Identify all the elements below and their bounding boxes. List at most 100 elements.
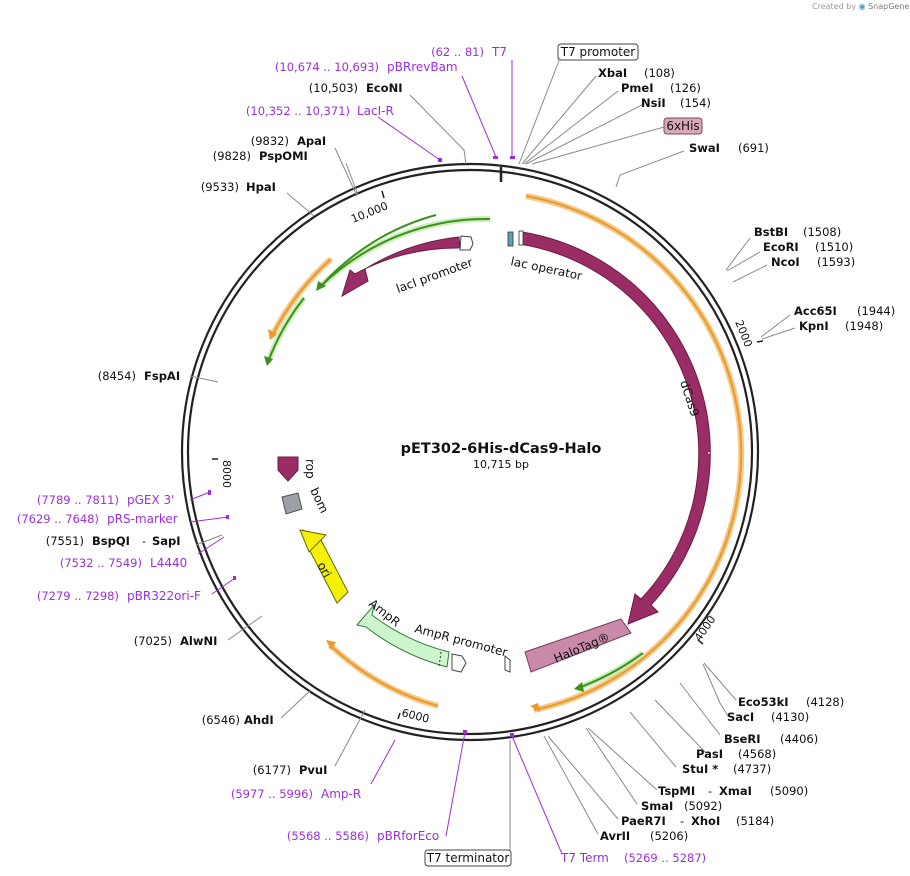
site-pmei[interactable]: PmeI(126) bbox=[621, 81, 701, 95]
primer-pbrrevbam[interactable]: (10,674 .. 10,693)pBRrevBam bbox=[275, 60, 458, 74]
site-xbai[interactable]: XbaI(108) bbox=[598, 66, 675, 80]
site-kpni[interactable]: KpnI (1948) bbox=[799, 319, 883, 333]
svg-text:KpnI: KpnI bbox=[799, 319, 829, 333]
six-his-badge[interactable]: 6xHis bbox=[663, 117, 703, 135]
site-pspomi[interactable]: (9828)PspOMI bbox=[213, 149, 308, 163]
tick-2000: 2000 bbox=[732, 318, 755, 349]
primer-pbr322ori-f[interactable]: (7279 .. 7298) pBR322ori-F bbox=[37, 589, 201, 603]
site-nsii[interactable]: NsiI(154) bbox=[641, 96, 711, 110]
site-alwni[interactable]: (7025)AlwNI bbox=[134, 634, 218, 648]
credit-brand: SnapGene bbox=[868, 2, 910, 11]
halotag-feature[interactable]: HaloTag® bbox=[524, 618, 632, 673]
svg-text:(5269 .. 5287): (5269 .. 5287) bbox=[624, 851, 706, 865]
svg-text:(4406): (4406) bbox=[780, 732, 818, 746]
primer-t7-term[interactable]: T7 Term(5269 .. 5287) bbox=[560, 851, 706, 865]
bom-feature[interactable]: bom bbox=[281, 485, 331, 515]
rop-feature[interactable]: rop bbox=[277, 456, 317, 482]
site-pasi[interactable]: PasI (4568) bbox=[696, 747, 776, 761]
snapgene-icon: ◉ bbox=[858, 2, 866, 11]
svg-text:(7789 .. 7811): (7789 .. 7811) bbox=[37, 493, 119, 507]
site-ahdi[interactable]: (6546)AhdI bbox=[202, 713, 274, 727]
site-econi[interactable]: (10,503)EcoNI bbox=[309, 81, 403, 95]
dcas9-feature[interactable]: dCas9 bbox=[518, 231, 722, 625]
svg-text:PaeR7I: PaeR7I bbox=[621, 814, 666, 828]
site-bseri[interactable]: BseRI(4406) bbox=[724, 732, 818, 746]
plasmid-size: 10,715 bp bbox=[473, 458, 529, 471]
svg-text:(62 .. 81): (62 .. 81) bbox=[431, 45, 484, 59]
tick-10000: 10,000 bbox=[349, 199, 390, 225]
svg-text:StuI *: StuI * bbox=[682, 762, 718, 776]
svg-text:PmeI: PmeI bbox=[621, 81, 654, 95]
site-bstbi[interactable]: BstBI(1508) bbox=[754, 225, 841, 239]
svg-text:(4568): (4568) bbox=[738, 747, 776, 761]
svg-text:SwaI: SwaI bbox=[689, 141, 720, 155]
primer-t7[interactable]: (62 .. 81)T7 bbox=[431, 45, 507, 59]
site-apai[interactable]: (9832)ApaI bbox=[251, 134, 326, 148]
enzyme-labels-left: (6546)AhdI (6177)PvuI (7025)AlwNI (7551)… bbox=[46, 81, 403, 777]
svg-text:BspQI: BspQI bbox=[92, 534, 130, 548]
site-swai[interactable]: SwaI(691) bbox=[689, 141, 769, 155]
svg-text:(1948): (1948) bbox=[845, 319, 883, 333]
svg-text:(9533): (9533) bbox=[201, 180, 239, 194]
svg-text:AlwNI: AlwNI bbox=[180, 634, 217, 648]
ori-feature[interactable]: ori bbox=[299, 528, 349, 604]
primer-leaders bbox=[189, 60, 563, 855]
site-bspqi-sapi[interactable]: (7551)BspQI-SapI bbox=[46, 534, 181, 548]
svg-text:PasI: PasI bbox=[696, 747, 723, 761]
green-orf-arcs bbox=[264, 214, 645, 692]
svg-text:pBRforEco: pBRforEco bbox=[377, 829, 439, 843]
backbone bbox=[180, 162, 760, 742]
svg-text:(1508): (1508) bbox=[803, 225, 841, 239]
site-ecori[interactable]: EcoRI(1510) bbox=[763, 240, 853, 254]
primer-amp-r[interactable]: (5977 .. 5996)Amp-R bbox=[231, 787, 361, 801]
svg-text:(9832): (9832) bbox=[251, 134, 289, 148]
site-ncoi[interactable]: NcoI(1593) bbox=[771, 255, 855, 269]
site-saci[interactable]: SacI(4130) bbox=[727, 710, 809, 724]
svg-text:L4440: L4440 bbox=[150, 556, 187, 570]
primer-l4440[interactable]: (7532 .. 7549) L4440 bbox=[60, 556, 187, 570]
site-fspai[interactable]: (8454)FspAI bbox=[98, 369, 180, 383]
t7-terminator-badge[interactable]: T7 terminator bbox=[424, 849, 512, 867]
svg-text:(7532 .. 7549): (7532 .. 7549) bbox=[60, 556, 142, 570]
site-stui[interactable]: StuI *(4737) bbox=[682, 762, 771, 776]
t7-promoter-label: T7 promoter bbox=[560, 45, 636, 59]
svg-text:HpaI: HpaI bbox=[246, 180, 276, 194]
six-his-label: 6xHis bbox=[666, 119, 699, 133]
t7-promoter-badge[interactable]: T7 promoter bbox=[557, 43, 639, 61]
tick-6000: 6000 bbox=[400, 706, 430, 725]
site-smai[interactable]: SmaI(5092) bbox=[641, 799, 722, 813]
site-hpai[interactable]: (9533) HpaI bbox=[201, 180, 276, 194]
site-eco53ki[interactable]: Eco53kI(4128) bbox=[738, 695, 844, 709]
primer-pbrforeco[interactable]: (5568 .. 5586) pBRforEco bbox=[287, 829, 439, 843]
svg-text:Amp-R: Amp-R bbox=[321, 787, 361, 801]
svg-text:(5092): (5092) bbox=[684, 799, 722, 813]
svg-text:Acc65I: Acc65I bbox=[794, 304, 837, 318]
enzyme-labels: XbaI(108) PmeI(126) NsiI(154) SwaI(691) … bbox=[598, 66, 895, 843]
svg-text:SacI: SacI bbox=[727, 710, 754, 724]
site-paer7i-xhoi[interactable]: PaeR7I-XhoI(5184) bbox=[621, 814, 774, 828]
site-acc65i[interactable]: Acc65I(1944) bbox=[794, 304, 895, 318]
laci-feature[interactable]: lacI lacI promoter bbox=[341, 235, 475, 298]
site-pvui[interactable]: (6177)PvuI bbox=[253, 763, 328, 777]
site-tspmi-xmai[interactable]: TspMI-XmaI(5090) bbox=[658, 784, 808, 798]
credit-badge[interactable]: Created by ◉ SnapGene bbox=[812, 2, 909, 11]
ampr-feature[interactable]: AmpR AmpR promoter bbox=[356, 596, 509, 673]
svg-text:(4128): (4128) bbox=[806, 695, 844, 709]
svg-text:TspMI: TspMI bbox=[658, 784, 695, 798]
svg-text:-: - bbox=[142, 534, 146, 548]
primer-laci-r[interactable]: (10,352 .. 10,371)LacI-R bbox=[246, 104, 394, 118]
tick-8000: 8000 bbox=[220, 460, 233, 488]
primer-pgex3[interactable]: (7789 .. 7811)pGEX 3' bbox=[37, 493, 175, 507]
svg-text:(7279 .. 7298): (7279 .. 7298) bbox=[37, 589, 119, 603]
primer-prs-marker[interactable]: (7629 .. 7648)pRS-marker bbox=[17, 512, 178, 526]
svg-text:pBR322ori-F: pBR322ori-F bbox=[127, 589, 201, 603]
site-avrii[interactable]: AvrII(5206) bbox=[600, 829, 688, 843]
svg-text:(5090): (5090) bbox=[770, 784, 808, 798]
t7-terminator-feature[interactable] bbox=[504, 654, 511, 673]
svg-text:(5568 .. 5586): (5568 .. 5586) bbox=[287, 829, 369, 843]
svg-text:AhdI: AhdI bbox=[244, 713, 274, 727]
svg-text:(1510): (1510) bbox=[815, 240, 853, 254]
svg-text:NsiI: NsiI bbox=[641, 96, 666, 110]
